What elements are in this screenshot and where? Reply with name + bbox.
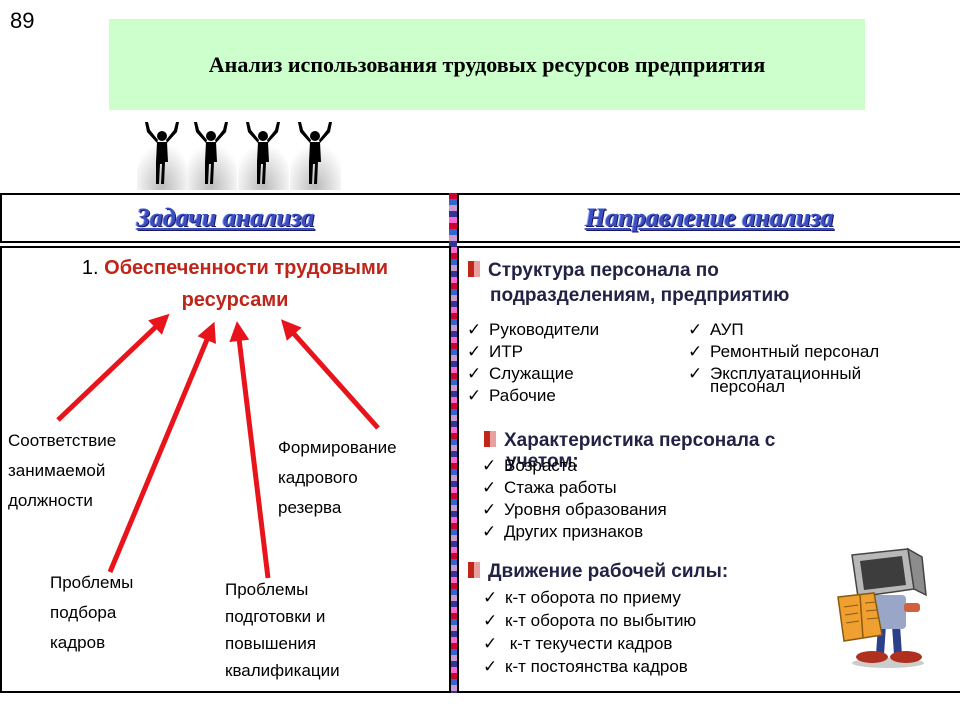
title-box: Анализ использования трудовых ресурсов п…: [109, 19, 865, 110]
robot-reading-icon: [837, 547, 927, 668]
label-reserve: Формирование кадрового резерва: [278, 438, 397, 517]
list-item: ✓Служащие: [467, 364, 574, 383]
arrows-layer: [56, 313, 380, 579]
check-icon: ✓: [467, 320, 482, 339]
red-square-bullet-icon: [484, 431, 496, 447]
label-position-fit: Соответствие занимаемой должности: [8, 431, 117, 510]
red-arrow-icon: [107, 321, 216, 573]
list-item: ✓ИТР: [467, 342, 523, 361]
section-characteristics-title: Характеристика персонала с учетом:: [484, 428, 775, 474]
label-selection: Проблемы подбора кадров: [50, 573, 134, 652]
decorative-divider: [449, 193, 457, 693]
check-icon: ✓: [482, 478, 497, 497]
red-arrow-icon: [56, 313, 170, 422]
movement-list: ✓к-т оборота по приему ✓к-т оборота по в…: [483, 586, 696, 678]
check-icon: ✓: [688, 364, 703, 383]
check-icon: ✓: [688, 320, 703, 339]
task-item-number: 1.: [81, 257, 99, 279]
left-panel: [0, 246, 451, 693]
check-icon: ✓: [482, 456, 497, 475]
task-item-title-line2: ресурсами: [181, 289, 289, 311]
list-item: ✓АУП: [688, 320, 744, 339]
characteristics-list: ✓Возраста ✓Стажа работы ✓Уровня образова…: [482, 455, 667, 543]
task-item-title-line1: Обеспеченности трудовыми: [104, 257, 389, 279]
structure-list-col1: ✓Руководители ✓ИТР ✓Служащие ✓Рабочие: [467, 319, 599, 407]
list-item: персонал: [710, 377, 786, 396]
person-silhouette-icon: [290, 118, 341, 190]
structure-list-col2: ✓АУП ✓Ремонтный персонал ✓Эксплуатационн…: [688, 319, 879, 398]
red-square-bullet-icon: [468, 562, 480, 578]
list-item: ✓Рабочие: [467, 386, 556, 405]
person-silhouette-icon: [186, 118, 237, 190]
check-icon: ✓: [688, 342, 703, 361]
left-header-box: Задачи анализа: [0, 193, 451, 243]
section-structure-title: Структура персонала по подразделениям, п…: [468, 258, 789, 308]
section-movement-title: Движение рабочей силы:: [468, 559, 728, 584]
list-item: ✓Ремонтный персонал: [688, 342, 880, 361]
check-icon: ✓: [467, 364, 482, 383]
red-arrow-icon: [281, 319, 380, 430]
task-item-1: 1. Обеспеченности трудовыми ресурсами: [40, 252, 430, 316]
check-icon: ✓: [483, 634, 498, 653]
red-arrow-icon: [229, 321, 271, 579]
list-item: ✓к-т постоянства кадров: [483, 657, 688, 676]
person-silhouette-icon: [238, 118, 289, 190]
left-header: Задачи анализа: [136, 203, 315, 232]
list-item: ✓Стажа работы: [482, 478, 617, 497]
right-header-box: Направление анализа: [457, 193, 960, 243]
list-item: ✓Руководители: [467, 320, 600, 339]
list-item: ✓Других признаков: [482, 522, 644, 541]
list-item: ✓Возраста: [482, 456, 577, 475]
list-item: ✓к-т оборота по приему: [483, 588, 681, 607]
red-square-bullet-icon: [468, 261, 480, 277]
right-header: Направление анализа: [585, 203, 834, 232]
check-icon: ✓: [467, 342, 482, 361]
check-icon: ✓: [467, 386, 482, 405]
slide-number: 89: [10, 8, 35, 33]
person-silhouette-icon: [137, 118, 188, 190]
list-item: ✓ к-т текучести кадров: [483, 634, 673, 653]
label-training: Проблемы подготовки и повышения квалифик…: [225, 580, 340, 680]
list-item: ✓к-т оборота по выбытию: [483, 611, 697, 630]
check-icon: ✓: [483, 657, 498, 676]
list-item: ✓Уровня образования: [482, 500, 667, 519]
check-icon: ✓: [483, 588, 498, 607]
check-icon: ✓: [482, 500, 497, 519]
check-icon: ✓: [483, 611, 498, 630]
page-title: Анализ использования трудовых ресурсов п…: [208, 51, 766, 77]
check-icon: ✓: [482, 522, 497, 541]
list-item: ✓Эксплуатационный: [688, 364, 862, 383]
